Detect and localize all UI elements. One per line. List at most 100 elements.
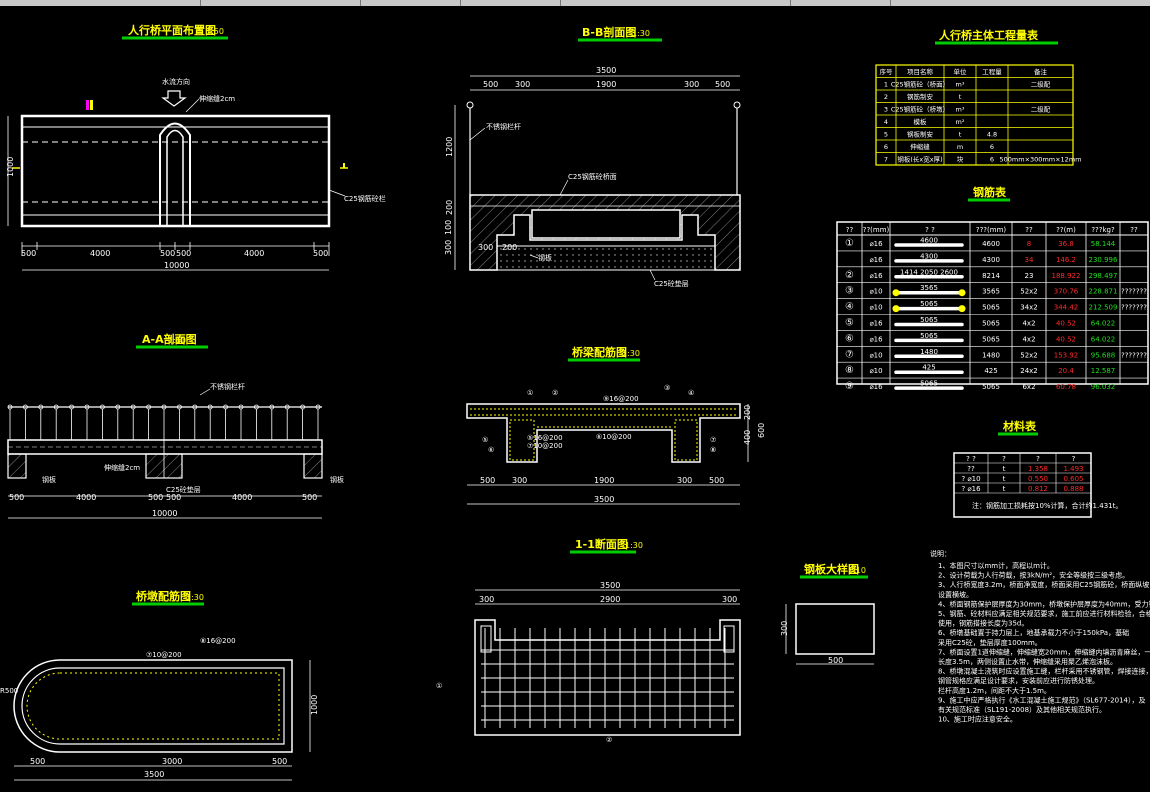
plate-scale: 1:10 (848, 566, 866, 575)
rebar-cell: 40.52 (1056, 320, 1076, 328)
toolbar-separator (790, 0, 791, 6)
aa-steel-label-right: 钢板 (330, 475, 344, 484)
rebar-cell: 40.52 (1056, 335, 1076, 343)
beam-callout: ① (527, 389, 533, 397)
rebar-cell: ③ (845, 286, 854, 297)
rebar-shape-label: 5065 (920, 316, 938, 324)
rebar-cell: ⌀10 (869, 351, 882, 359)
aa-dim: 500 (9, 493, 24, 502)
beam-label-d: ⑦10@200 (527, 442, 563, 450)
pier-radius: R500 (0, 687, 18, 695)
beam-title: 桥梁配筋图 (572, 345, 627, 359)
aa-rail-label: 不锈钢栏杆 (210, 382, 245, 391)
rebar-header-cell: ?? (846, 226, 854, 234)
section-marker-b (343, 163, 345, 168)
aa-total-dim: 10000 (152, 509, 177, 518)
qty-cell: 块 (957, 155, 964, 164)
note-line: 3、人行桥宽度3.2m，桥面净宽度，桥面采用C25钢筋砼，桥面纵坡1%，不得 (938, 580, 1150, 589)
rebar-cell: ① (845, 238, 854, 249)
note-line: 栏杆高度1.2m，间距不大于1.5m。 (938, 686, 1051, 695)
qty-cell: 伸缩缝 (910, 142, 930, 151)
rebar-cell: 188.922 (1052, 272, 1081, 280)
beam-callout: ③ (664, 384, 670, 392)
qty-header-cell: 单位 (954, 67, 968, 76)
rebar-cell: ⌀16 (869, 320, 883, 328)
qty-header-cell: 工程量 (982, 67, 1002, 76)
qty-cell: 钢板制安 (907, 130, 934, 139)
aa-abutment (303, 453, 323, 479)
qty-cell: m (957, 143, 963, 151)
mat-header-cell: ? (1002, 455, 1006, 463)
notes-heading: 说明： (930, 549, 951, 558)
rebar-cell: 4300 (982, 256, 1000, 264)
aa-base-label: C25砼垫层 (166, 485, 201, 494)
plate-width: 500 (828, 656, 843, 665)
note-line: 9、施工中应严格执行《水工混凝土施工规范》（SL677-2014），及 (938, 695, 1146, 704)
rebar-cell: 5065 (982, 383, 1000, 391)
rebar-cell: 58.144 (1091, 240, 1116, 248)
rebar-cell: 1480 (982, 351, 1000, 359)
plan-dim: 500 (313, 249, 328, 258)
rebar-cell: 4x2 (1022, 320, 1035, 328)
mat-cell: 0.605 (1063, 475, 1083, 483)
mat-cell: 1.493 (1063, 465, 1083, 473)
rebar-cell: 212.509 (1089, 304, 1118, 312)
mat-cell: ? ⌀16 (961, 485, 981, 493)
beam-label-b: ⑥10@200 (596, 433, 632, 441)
beam-h3: 600 (757, 423, 766, 438)
beam-h1: 400 (743, 430, 752, 445)
plan-dim: 500 (21, 249, 36, 258)
material-footer: 注：钢筋加工损耗按10%计算，合计约1.431t。 (972, 501, 1122, 510)
rebar-header-cell: ???(mm) (976, 226, 1007, 234)
rebar-hook-icon (958, 305, 966, 313)
plan-scale: 1:50 (206, 27, 224, 36)
s11-corner (480, 625, 492, 653)
aa-dim: 500 (166, 493, 181, 502)
qty-cell: 4.8 (987, 131, 997, 139)
rebar-cell: ④ (845, 302, 854, 313)
section-11-title: 1-1断面图 (575, 537, 628, 551)
leader-line (199, 388, 211, 396)
aa-steel-label: 钢板 (42, 475, 56, 484)
aa-dim: 500 (148, 493, 163, 502)
rebar-shape-label: 5065 (920, 332, 938, 340)
toolbar-separator (460, 0, 461, 6)
bb-dim: 1900 (596, 80, 616, 89)
leader-line (529, 254, 539, 259)
qty-header-cell: 序号 (880, 67, 894, 76)
rebar-cell: ⑦ (845, 349, 854, 360)
qty-cell: 5 (884, 131, 888, 139)
leader-line (559, 179, 569, 196)
leader-line (185, 98, 200, 113)
pier-height: 1000 (310, 695, 319, 715)
note-line: 5、钢筋、砼材料应满足相关规范要求，施工前应进行材料检验，合格后方可 (938, 609, 1150, 618)
bb-bottom-dim: 200 (502, 243, 517, 252)
bb-dim: 500 (715, 80, 730, 89)
qty-cell: 6 (990, 156, 994, 164)
pier-outline-outer (13, 659, 293, 753)
pier-dim: 500 (30, 757, 45, 766)
mat-header-cell: ? ? (966, 455, 976, 463)
beam-h2: 200 (743, 405, 752, 420)
rebar-table-title: 钢筋表 (973, 185, 1007, 199)
rail-post-icon (466, 101, 474, 109)
note-line: 有关规范标准（SL191-2008）及其他相关规范执行。 (938, 705, 1106, 714)
qty-cell: 模板 (914, 117, 928, 126)
bb-bottom-dim: 300 (478, 243, 493, 252)
plan-dim: 4000 (90, 249, 110, 258)
plan-pier-outline (159, 122, 191, 226)
plan-total-dim: 10000 (164, 261, 189, 270)
section-bb-scale: 1:30 (632, 29, 650, 38)
rail-post-icon (733, 101, 741, 109)
plate-detail: 钢板大样图 1:10 300 500 (780, 562, 875, 665)
rebar-cell: ⑤ (845, 318, 854, 329)
note-line: 4、桥面钢筋保护层厚度为30mm，桥墩保护层厚度为40mm，受力钢筋。 (938, 599, 1150, 608)
mat-cell: t (1003, 465, 1006, 473)
rebar-cell: 5065 (982, 304, 1000, 312)
pier-rebar: 桥墩配筋图 1:30 ⑦10@200 ⑧16@200 R500 1000 500… (0, 589, 319, 781)
rebar-shape-label: 425 (922, 364, 935, 372)
bb-dim: 300 (515, 80, 530, 89)
